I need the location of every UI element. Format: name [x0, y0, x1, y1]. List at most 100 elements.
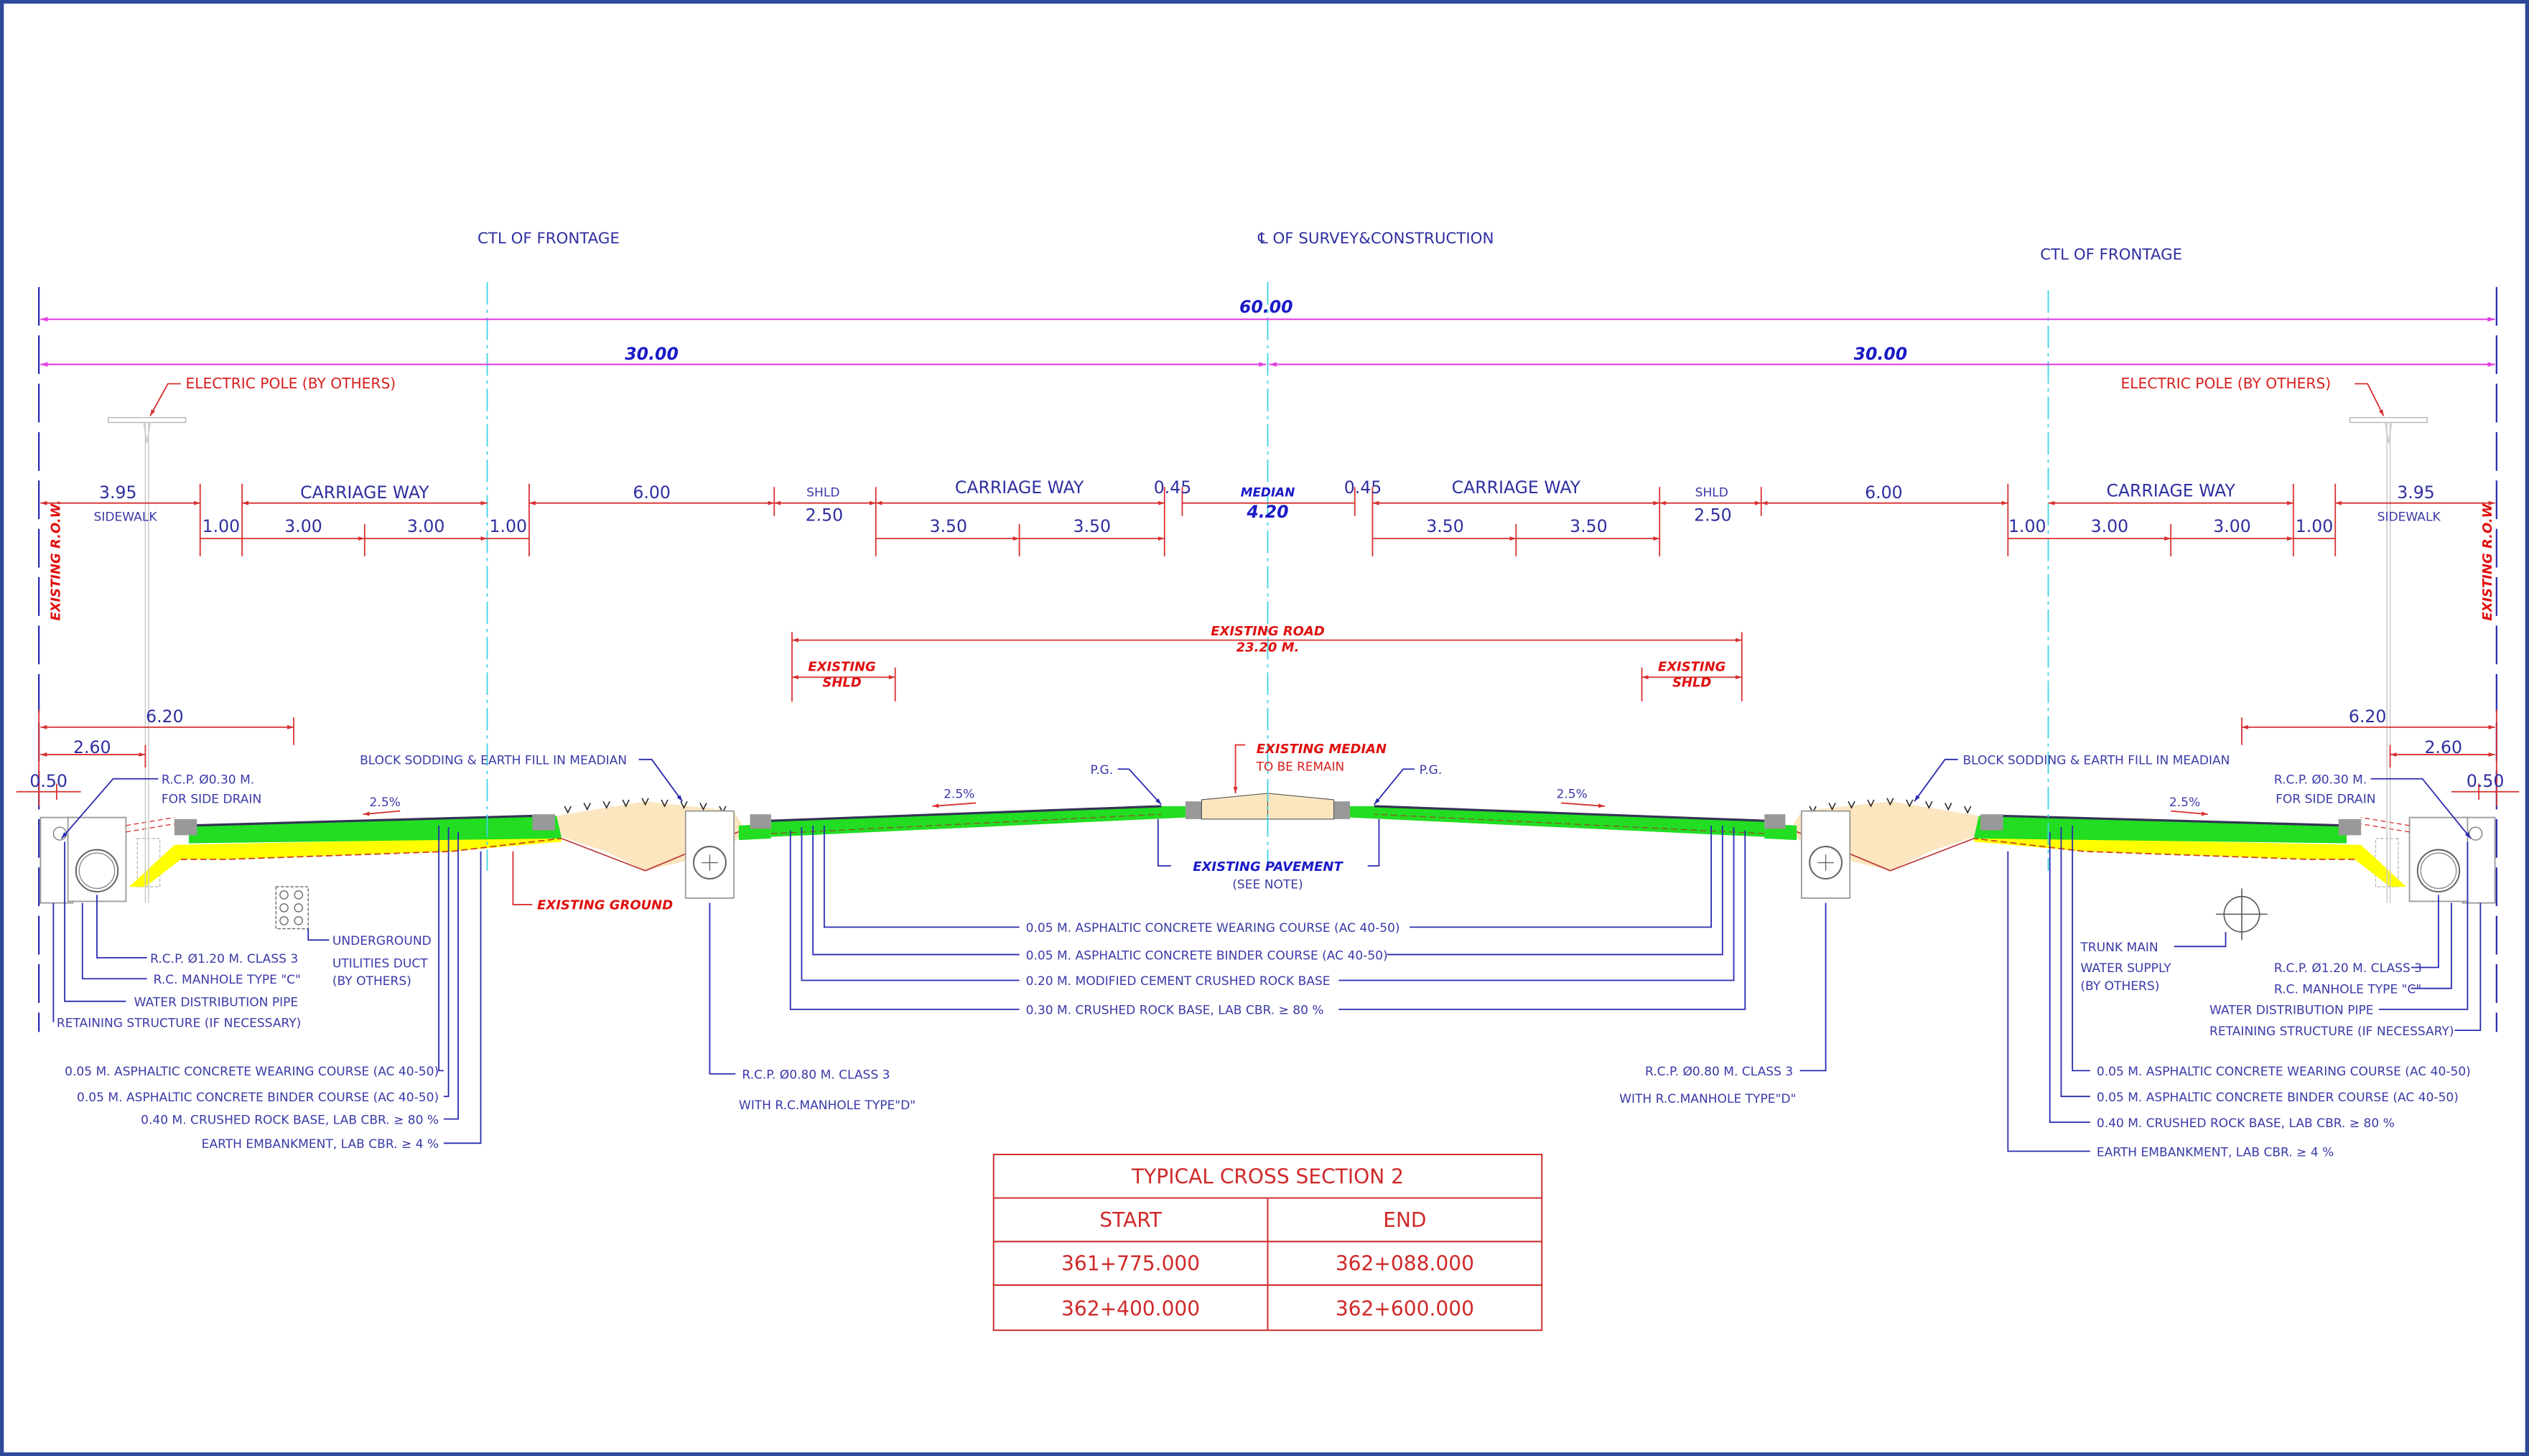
dim-left-lane2: 3.50 [1073, 516, 1111, 536]
dim-sidewalk-left: 3.95 [99, 482, 137, 503]
dim-left-a: 1.00 [202, 516, 240, 536]
rcp030-right-label: R.C.P. Ø0.30 M. [2274, 773, 2367, 787]
water-pipe-right-label: WATER DISTRIBUTION PIPE [2209, 1004, 2374, 1018]
sidewalk-right-label: SIDEWALK [2377, 510, 2441, 524]
table-cell: 361+775.000 [1061, 1252, 1200, 1276]
median-label: MEDIAN [1241, 485, 1295, 500]
dim-half-right: 30.00 [1854, 344, 1908, 364]
ctl-frontage-right-label: CTL OF FRONTAGE [2040, 246, 2182, 264]
existing-ground-label: EXISTING GROUND [537, 898, 673, 913]
table-cell: 362+088.000 [1336, 1252, 1474, 1276]
table-header-start: START [1099, 1208, 1162, 1232]
frontage-layer-right-base: 0.40 M. CRUSHED ROCK BASE, LAB CBR. ≥ 80… [2097, 1116, 2395, 1131]
ctl-frontage-left-label: CTL OF FRONTAGE [478, 230, 620, 248]
existing-row-left-label: EXISTING R.O.W. [48, 500, 63, 620]
table-header-end: END [1383, 1208, 1426, 1232]
slope-label-2: 2.5% [944, 788, 974, 802]
dim-right-frontage: 6.00 [1865, 482, 1903, 503]
dim-260-left: 2.60 [73, 737, 111, 757]
dim-left-shld: 2.50 [806, 505, 843, 525]
frontage-layer-left-wearing: 0.05 M. ASPHALTIC CONCRETE WEARING COURS… [65, 1065, 439, 1079]
dim-right-b: 3.00 [2091, 516, 2129, 536]
main-layer-binder: 0.05 M. ASPHALTIC CONCRETE BINDER COURSE… [1026, 948, 1388, 963]
carriage-way-right-outer-label: CARRIAGE WAY [2106, 481, 2235, 501]
dim-050-left: 0.50 [29, 771, 67, 791]
rcp030-left-label: R.C.P. Ø0.30 M. [162, 773, 254, 787]
slope-label-3: 2.5% [1556, 788, 1587, 802]
frontage-layer-right-embankment: EARTH EMBANKMENT, LAB CBR. ≥ 4 % [2097, 1145, 2334, 1159]
dimension-lines [40, 483, 2495, 556]
dim-620-right: 6.20 [2349, 706, 2387, 727]
centerlines [38, 282, 2497, 1032]
manhole-d-left-label: WITH R.C.MANHOLE TYPE"D" [739, 1098, 916, 1113]
existing-shld-right-2: SHLD [1672, 676, 1711, 691]
rcp080-right-label: R.C.P. Ø0.80 M. CLASS 3 [1645, 1065, 1793, 1079]
dim-right-gap: 0.45 [1344, 477, 1382, 498]
station-table: TYPICAL CROSS SECTION 2 START END 361+77… [992, 1154, 1543, 1331]
dim-total: 60.00 [1239, 297, 1293, 317]
side-drain-left-label: FOR SIDE DRAIN [162, 792, 261, 806]
trunk-main-icon [2216, 888, 2268, 941]
main-layer-wearing: 0.05 M. ASPHALTIC CONCRETE WEARING COURS… [1026, 921, 1400, 935]
main-layer-cement-base: 0.20 M. MODIFIED CEMENT CRUSHED ROCK BAS… [1026, 974, 1331, 989]
existing-shld-right-1: EXISTING [1658, 659, 1725, 674]
slope-label-1: 2.5% [370, 795, 401, 810]
existing-pavement-label: EXISTING PAVEMENT [1193, 859, 1343, 874]
existing-pavement-note: (SEE NOTE) [1232, 877, 1303, 892]
retaining-right-label: RETAINING STRUCTURE (IF NECESSARY) [2209, 1025, 2454, 1039]
duct-label-3: (BY OTHERS) [332, 974, 411, 989]
frontage-layer-left-binder: 0.05 M. ASPHALTIC CONCRETE BINDER COURSE… [77, 1091, 439, 1105]
sodding-left-label: BLOCK SODDING & EARTH FILL IN MEADIAN [360, 754, 627, 768]
pg-left-label: P.G. [1090, 763, 1113, 778]
existing-road-width: 23.20 M. [1236, 640, 1300, 655]
dim-left-gap: 0.45 [1154, 477, 1192, 498]
rcp080-left-label: R.C.P. Ø0.80 M. CLASS 3 [742, 1068, 890, 1082]
dim-median: 4.20 [1246, 502, 1288, 522]
rcp120-right-label: R.C.P. Ø1.20 M. CLASS 3 [2274, 961, 2422, 976]
existing-shld-left-1: EXISTING [808, 659, 875, 674]
dim-260-right: 2.60 [2424, 737, 2462, 757]
dim-left-frontage: 6.00 [633, 482, 671, 503]
dim-050-right: 0.50 [2467, 771, 2504, 791]
frontage-layer-right-wearing: 0.05 M. ASPHALTIC CONCRETE WEARING COURS… [2097, 1065, 2471, 1079]
dim-sidewalk-right: 3.95 [2397, 482, 2435, 503]
shld-right-label: SHLD [1695, 486, 1728, 500]
retaining-left-label: RETAINING STRUCTURE (IF NECESSARY) [57, 1017, 301, 1031]
sodding-right-label: BLOCK SODDING & EARTH FILL IN MEADIAN [1962, 754, 2230, 768]
frontage-layer-right-binder: 0.05 M. ASPHALTIC CONCRETE BINDER COURSE… [2097, 1091, 2459, 1105]
dim-left-d: 1.00 [489, 516, 526, 536]
rcp120-left-label: R.C.P. Ø1.20 M. CLASS 3 [150, 952, 298, 966]
manhole-d-right-label: WITH R.C.MANHOLE TYPE"D" [1619, 1092, 1796, 1106]
frontage-layer-left-embankment: EARTH EMBANKMENT, LAB CBR. ≥ 4 % [202, 1137, 439, 1152]
frontage-layer-left-base: 0.40 M. CRUSHED ROCK BASE, LAB CBR. ≥ 80… [141, 1113, 439, 1127]
dim-left-lane1: 3.50 [930, 516, 968, 536]
existing-row-right-label: EXISTING R.O.W. [2480, 500, 2495, 620]
dim-right-lane2: 3.50 [1570, 516, 1608, 536]
table-cell: 362+400.000 [1061, 1297, 1200, 1321]
existing-median-remain-label: TO BE REMAIN [1256, 760, 1344, 774]
dim-half-left: 30.00 [625, 344, 679, 364]
duct-label-2: UTILITIES DUCT [332, 957, 428, 971]
existing-shld-left-2: SHLD [822, 676, 861, 691]
duct-label-1: UNDERGROUND [332, 934, 432, 948]
dim-left-c: 3.00 [407, 516, 445, 536]
trunk-main-label-2: WATER SUPPLY [2080, 961, 2171, 976]
manhole-c-left-label: R.C. MANHOLE TYPE "C" [154, 973, 301, 987]
dim-right-a: 1.00 [2008, 516, 2046, 536]
existing-road-label: EXISTING ROAD [1211, 624, 1325, 639]
existing-ground-leader [512, 851, 533, 905]
dim-left-b: 3.00 [284, 516, 322, 536]
carriage-way-left-main-label: CARRIAGE WAY [955, 477, 1084, 498]
pg-right-label: P.G. [1420, 763, 1443, 778]
table-title: TYPICAL CROSS SECTION 2 [1131, 1165, 1404, 1188]
dim-right-c: 3.00 [2213, 516, 2251, 536]
dim-right-shld: 2.50 [1694, 505, 1732, 525]
main-layer-crushed-base: 0.30 M. CRUSHED ROCK BASE, LAB CBR. ≥ 80… [1026, 1004, 1324, 1018]
centerline-survey-label: ℄ OF SURVEY&CONSTRUCTION [1257, 230, 1494, 248]
slope-label-4: 2.5% [2169, 795, 2200, 810]
sidewalk-left-label: SIDEWALK [94, 510, 158, 524]
water-pipe-left-label: WATER DISTRIBUTION PIPE [134, 995, 299, 1009]
electric-pole-right-label: ELECTRIC POLE (BY OTHERS) [2121, 375, 2332, 392]
